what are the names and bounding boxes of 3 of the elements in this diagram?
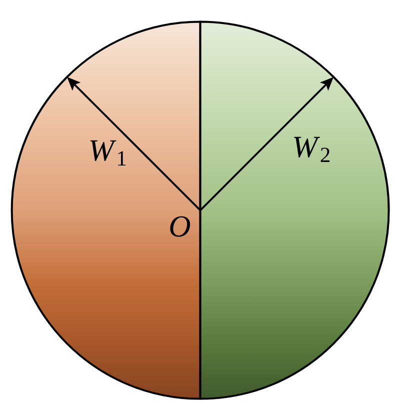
point-label: O xyxy=(170,216,190,237)
arrow-label: W$_{1}$ xyxy=(90,140,126,166)
arrow-label: W$_{2}$ xyxy=(294,136,330,162)
